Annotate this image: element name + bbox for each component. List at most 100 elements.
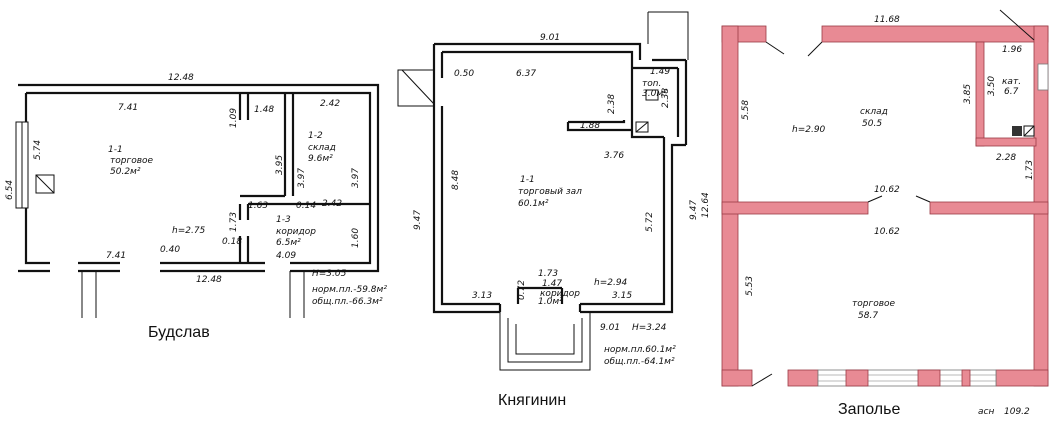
- zapolye-windows: [817, 369, 997, 387]
- budslav-room1-id: 1-1: [108, 145, 123, 155]
- zapolye-right-window: [1037, 63, 1049, 91]
- budslav-dim-left-in: 5.74: [33, 140, 43, 160]
- knyaginin-dim-t5: 3.76: [604, 151, 624, 161]
- budslav-dim-d1: 1.09: [229, 108, 239, 128]
- zapolye-fixture: [1012, 126, 1022, 136]
- budslav-height: h=2.75: [172, 226, 206, 236]
- knyaginin-room3-name: тоn.: [642, 79, 661, 89]
- knyaginin-norm-area: норм.пл.60.1м²: [604, 345, 676, 355]
- budslav-room1-name: торговое: [110, 156, 154, 166]
- budslav-dim-d2: 1.48: [254, 105, 274, 115]
- budslav-caption: Будслав: [148, 324, 210, 341]
- budslav-dim-b1: 7.41: [106, 251, 126, 261]
- knyaginin-H: H=3.24: [632, 323, 667, 333]
- knyaginin-dim-t2: 6.37: [516, 69, 536, 79]
- zapolye-dim-left: 12.64: [701, 192, 711, 218]
- zapolye-dim-k-h: 3.50: [987, 76, 997, 96]
- zapolye-wall-mid-right: [929, 201, 1049, 215]
- knyaginin-dim-b1: 3.13: [472, 291, 492, 301]
- budslav-dim-top: 12.48: [168, 73, 194, 83]
- budslav-room3-id: 1-3: [276, 215, 291, 225]
- zapolye-wall-bottom2: [787, 369, 819, 387]
- budslav-dim-c3: 2.42: [322, 199, 342, 209]
- zapolye-dim-k-r: 1.73: [1025, 160, 1035, 180]
- zapolye-room2-area: 6.7: [1004, 87, 1019, 97]
- zapolye-caption: Заполье: [838, 401, 900, 418]
- knyaginin-dim-b4: 1.47: [542, 279, 562, 289]
- knyaginin-small-room: [566, 66, 678, 139]
- knyaginin-dim-small-w: 1.49: [650, 67, 670, 77]
- knyaginin-dim-t4: 1.88: [580, 121, 600, 131]
- knyaginin-dim-left: 9.47: [413, 210, 423, 230]
- budslav-dim-c1: 1.63: [248, 201, 268, 211]
- zapolye-wall-mid-left: [721, 201, 869, 215]
- knyaginin-dim-small-h: 2.38: [661, 88, 671, 108]
- zapolye-dim-mid2: 10.62: [874, 227, 900, 237]
- budslav-room2-name: склад: [308, 143, 336, 153]
- budslav-porch: [81, 271, 305, 318]
- budslav-partition: [238, 93, 370, 263]
- knyaginin-left-block: [397, 69, 435, 107]
- knyaginin-dim-t1: 0.50: [454, 69, 474, 79]
- knyaginin-dim-r-in: 5.72: [645, 212, 655, 232]
- budslav-dim-r1: 7.41: [118, 103, 138, 113]
- zapolye-wall-top-right: [821, 25, 1049, 43]
- zapolye-room2-name: кат.: [1002, 77, 1021, 87]
- zapolye-dim-r-top: 1.96: [1002, 45, 1022, 55]
- knyaginin-fixture2: [635, 121, 649, 133]
- knyaginin-inner-wall: [440, 50, 680, 306]
- budslav-room2-area: 9.6м²: [308, 154, 333, 164]
- knyaginin-dim-left-in: 8.48: [451, 170, 461, 190]
- budslav-dim-r2h: 3.95: [275, 155, 285, 175]
- zapolye-wall-kat-bottom: [975, 137, 1037, 147]
- budslav-room2-id: 1-2: [308, 131, 323, 141]
- zapolye-room3-area: 58.7: [858, 311, 878, 321]
- knyaginin-dim-b5: 3.15: [612, 291, 632, 301]
- budslav-room3-area: 6.5м²: [276, 238, 301, 248]
- budslav-norm-area: норм.пл.-59.8м²: [312, 285, 387, 295]
- plan-knyaginin: 9.01 0.50 6.37 2.38 1.88 3.76 9.47 8.48 …: [397, 11, 699, 409]
- knyaginin-room1-area: 60.1м²: [518, 199, 549, 209]
- knyaginin-outer-wall: [432, 42, 688, 314]
- zapolye-room1-area: 50.5: [862, 119, 882, 129]
- budslav-dim-left: 6.54: [5, 180, 15, 200]
- budslav-total-area: общ.пл.-66.3м²: [312, 297, 383, 307]
- zapolye-door-lines: [751, 9, 1035, 387]
- zapolye-dim-mid: 10.62: [874, 185, 900, 195]
- budslav-dim-b2: 0.40: [160, 245, 180, 255]
- zapolye-dim-lower: 5.53: [745, 276, 755, 296]
- budslav-H: H=3.05: [312, 269, 347, 279]
- zapolye-wall-kat-left: [975, 41, 985, 147]
- zapolye-room1-name: склад: [860, 107, 888, 117]
- zapolye-dim-top: 11.68: [874, 15, 900, 25]
- zapolye-wall-bottom1: [721, 369, 753, 387]
- zapolye-dim-upper: 5.58: [741, 100, 751, 120]
- knyaginin-attachment: [647, 11, 689, 60]
- budslav-dim-r2h3: 3.97: [351, 168, 361, 188]
- zapolye-footer-num: 109.2: [1004, 407, 1030, 417]
- zapolye-dim-k-h2: 3.85: [963, 84, 973, 104]
- budslav-dim-r2w: 2.42: [320, 99, 340, 109]
- plan-budslav: 12.48 6.54 5.74 7.41 1.09 1.48 2.42 3.95…: [5, 73, 387, 341]
- knyaginin-room1-name: торговый зал: [518, 187, 582, 197]
- knyaginin-dim-t3: 2.38: [607, 94, 617, 114]
- budslav-room3-name: коридор: [276, 227, 316, 237]
- knyaginin-total-area: общ.пл.-64.1м²: [604, 357, 675, 367]
- knyaginin-room2-area: 1.0м²: [538, 297, 563, 307]
- budslav-inner-wall: [24, 91, 372, 265]
- knyaginin-height: h=2.94: [594, 278, 628, 288]
- budslav-dim-c4: 1.73: [229, 212, 239, 232]
- budslav-dim-c5: 0.18: [222, 237, 242, 247]
- knyaginin-dim-right: 9.47: [689, 200, 699, 220]
- budslav-room1-area: 50.2м²: [110, 167, 141, 177]
- knyaginin-entrance: [498, 286, 582, 312]
- knyaginin-porch: [499, 312, 591, 371]
- knyaginin-dim-top: 9.01: [540, 33, 560, 43]
- knyaginin-room1-id: 1-1: [520, 175, 535, 185]
- budslav-dim-r2h2: 3.97: [297, 168, 307, 188]
- knyaginin-dim-bottom: 9.01: [600, 323, 620, 333]
- zapolye-wall-bottom3: [995, 369, 1049, 387]
- knyaginin-dim-b2: 0.72: [517, 280, 527, 300]
- plan-zapolye: 11.68 1.96 12.64 5.58 10.62 10.62 5.53 3…: [701, 9, 1049, 418]
